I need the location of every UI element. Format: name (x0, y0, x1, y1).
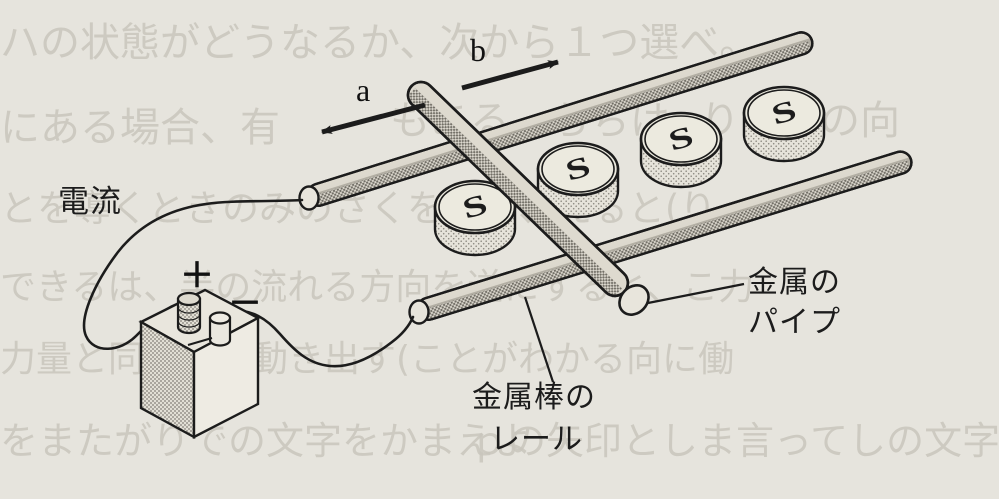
wire-negative (230, 308, 415, 368)
arrow-b (461, 59, 559, 91)
magnet-top-face (639, 111, 723, 167)
metal-pipe (406, 80, 650, 316)
magnet-s-pole: S (742, 85, 826, 163)
magnet-s-pole: S (639, 111, 723, 189)
label-metal-rail-line1: 金属棒の (472, 380, 596, 415)
label-arrow-a: a (356, 72, 371, 108)
magnet-top-face (433, 179, 517, 235)
label-metal-pipe-line1: 金属の (748, 265, 841, 300)
magnet-inner-rim (438, 183, 512, 231)
magnet-inner-rim (541, 145, 615, 193)
rail-lower-open-end (408, 299, 430, 325)
leader-line-metal-rail (523, 296, 555, 383)
battery-side-face (192, 316, 260, 439)
rail-upper (298, 31, 814, 211)
battery-terminal-positive (176, 291, 202, 335)
rail-upper-open-end (298, 185, 320, 211)
leader-line-metal-pipe (647, 282, 745, 305)
magnet-s-pole: S (536, 141, 620, 219)
label-current: 電流 (58, 184, 122, 220)
rail-lower (408, 150, 913, 325)
magnet-inner-rim (644, 115, 718, 163)
battery-terminal-tick (187, 337, 213, 346)
label-metal-pipe-line2: パイプ (748, 305, 841, 340)
magnet-top-face (742, 85, 826, 141)
metal-pipe-open-end (618, 284, 650, 316)
magnet-top-face (536, 141, 620, 197)
magnet-s-pole: S (433, 179, 517, 257)
battery-terminal-negative (208, 311, 232, 347)
arrow-a (321, 102, 426, 135)
label-battery-plus: ＋ (180, 258, 214, 295)
battery (138, 288, 261, 440)
label-arrow-b: b (470, 32, 486, 68)
label-metal-rail-line2: レール (490, 422, 583, 457)
magnet-inner-rim (747, 89, 821, 137)
label-battery-minus: － (228, 286, 262, 323)
